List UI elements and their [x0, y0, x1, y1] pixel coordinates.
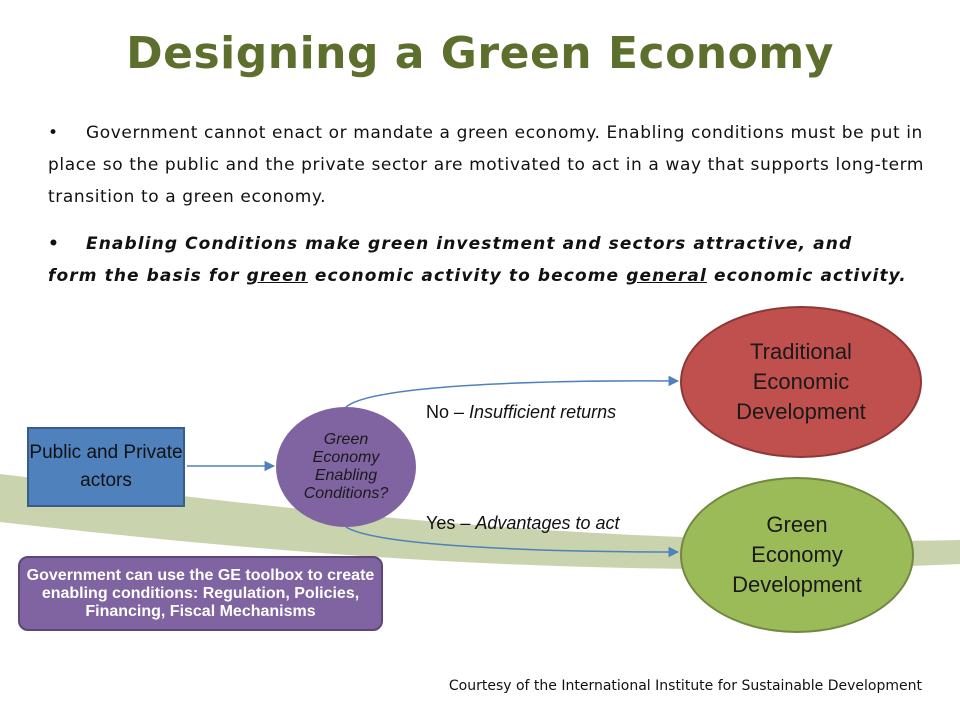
bullet-2-underline-green: green: [246, 266, 308, 286]
bullet-1: •Government cannot enact or mandate a gr…: [48, 117, 928, 213]
bullet-2-underline-general: general: [626, 266, 707, 286]
arrow-yes-to-green: [345, 526, 680, 558]
actors-label: Public and Private actors: [29, 442, 183, 491]
bullet-1-text: Government cannot enact or mandate a gre…: [48, 123, 925, 207]
yes-prefix: Yes –: [426, 513, 476, 533]
slide-title: Designing a Green Economy: [126, 28, 834, 79]
yes-emphasis: Advantages to act: [475, 513, 620, 533]
courtesy-credit: Courtesy of the International Institute …: [448, 678, 922, 694]
conditions-label: Green Economy Enabling Conditions?: [303, 431, 389, 502]
bullet-2-text-before: Enabling Conditions make green investmen…: [48, 234, 853, 286]
arrow-no-to-traditional: [345, 375, 680, 408]
green-label: Green Economy Development: [732, 512, 862, 597]
green-economy-development-ellipse: Green Economy Development: [680, 477, 914, 633]
bullet-2-text-after: economic activity.: [706, 266, 907, 286]
bullet-2-text-middle: economic activity to become: [307, 266, 627, 286]
bullet-2: •Enabling Conditions make green investme…: [48, 228, 908, 292]
public-private-actors-box: Public and Private actors: [27, 427, 185, 507]
no-emphasis: Insufficient returns: [469, 402, 617, 422]
enabling-conditions-circle: Green Economy Enabling Conditions?: [276, 407, 416, 527]
ge-toolbox-box: Government can use the GE toolbox to cre…: [18, 556, 383, 631]
bullet-marker: •: [48, 123, 59, 143]
no-branch-label: No – Insufficient returns: [426, 402, 616, 423]
yes-branch-label: Yes – Advantages to act: [426, 513, 620, 534]
traditional-economic-development-ellipse: Traditional Economic Development: [680, 306, 922, 458]
bullet-marker: •: [48, 234, 60, 254]
traditional-label: Traditional Economic Development: [736, 339, 866, 424]
toolbox-label: Government can use the GE toolbox to cre…: [26, 566, 375, 620]
no-prefix: No –: [426, 402, 470, 422]
